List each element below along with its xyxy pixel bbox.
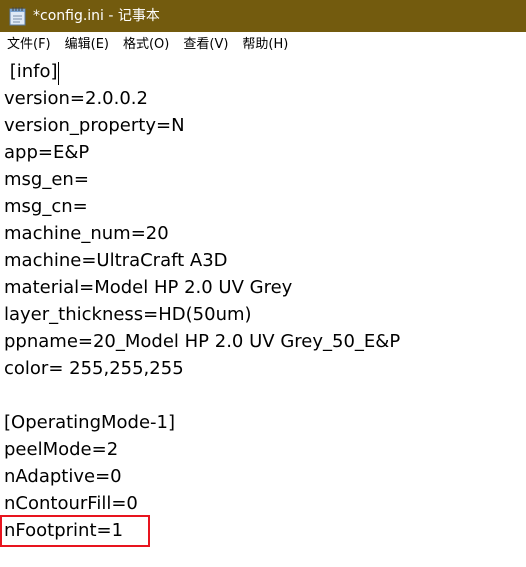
text-editor[interactable]: [info] version=2.0.0.2 version_property=… [0, 58, 526, 567]
text-caret [58, 62, 59, 85]
menu-file[interactable]: 文件(F) [7, 37, 51, 52]
editor-line: nAdaptive=0 [4, 466, 122, 487]
highlight-box [0, 515, 150, 547]
editor-line: version=2.0.0.2 [4, 88, 148, 109]
notepad-icon [9, 7, 26, 26]
title-bar[interactable]: *config.ini - 记事本 [0, 0, 526, 32]
editor-line: nContourFill=0 [4, 493, 138, 514]
menu-bar: 文件(F) 编辑(E) 格式(O) 查看(V) 帮助(H) [0, 32, 526, 58]
editor-line: app=E&P [4, 142, 90, 163]
editor-line: msg_cn= [4, 196, 88, 217]
editor-line: version_property=N [4, 115, 185, 136]
menu-format[interactable]: 格式(O) [122, 37, 170, 52]
window-title: *config.ini - 记事本 [33, 8, 160, 24]
editor-line: ppname=20_Model HP 2.0 UV Grey_50_E&P [4, 331, 401, 352]
editor-line: msg_en= [4, 169, 89, 190]
menu-edit[interactable]: 编辑(E) [64, 37, 109, 52]
editor-line: layer_thickness=HD(50um) [4, 304, 252, 325]
editor-line: material=Model HP 2.0 UV Grey [4, 277, 293, 298]
editor-line: color= 255,255,255 [4, 358, 184, 379]
editor-line: machine_num=20 [4, 223, 169, 244]
editor-line: machine=UltraCraft A3D [4, 250, 228, 271]
editor-line: [info] [4, 61, 58, 82]
menu-view[interactable]: 查看(V) [183, 37, 229, 52]
editor-line: nFootprint=1 [4, 520, 124, 541]
editor-line: [OperatingMode-1] [4, 412, 176, 433]
editor-line: peelMode=2 [4, 439, 119, 460]
menu-help[interactable]: 帮助(H) [242, 37, 289, 52]
